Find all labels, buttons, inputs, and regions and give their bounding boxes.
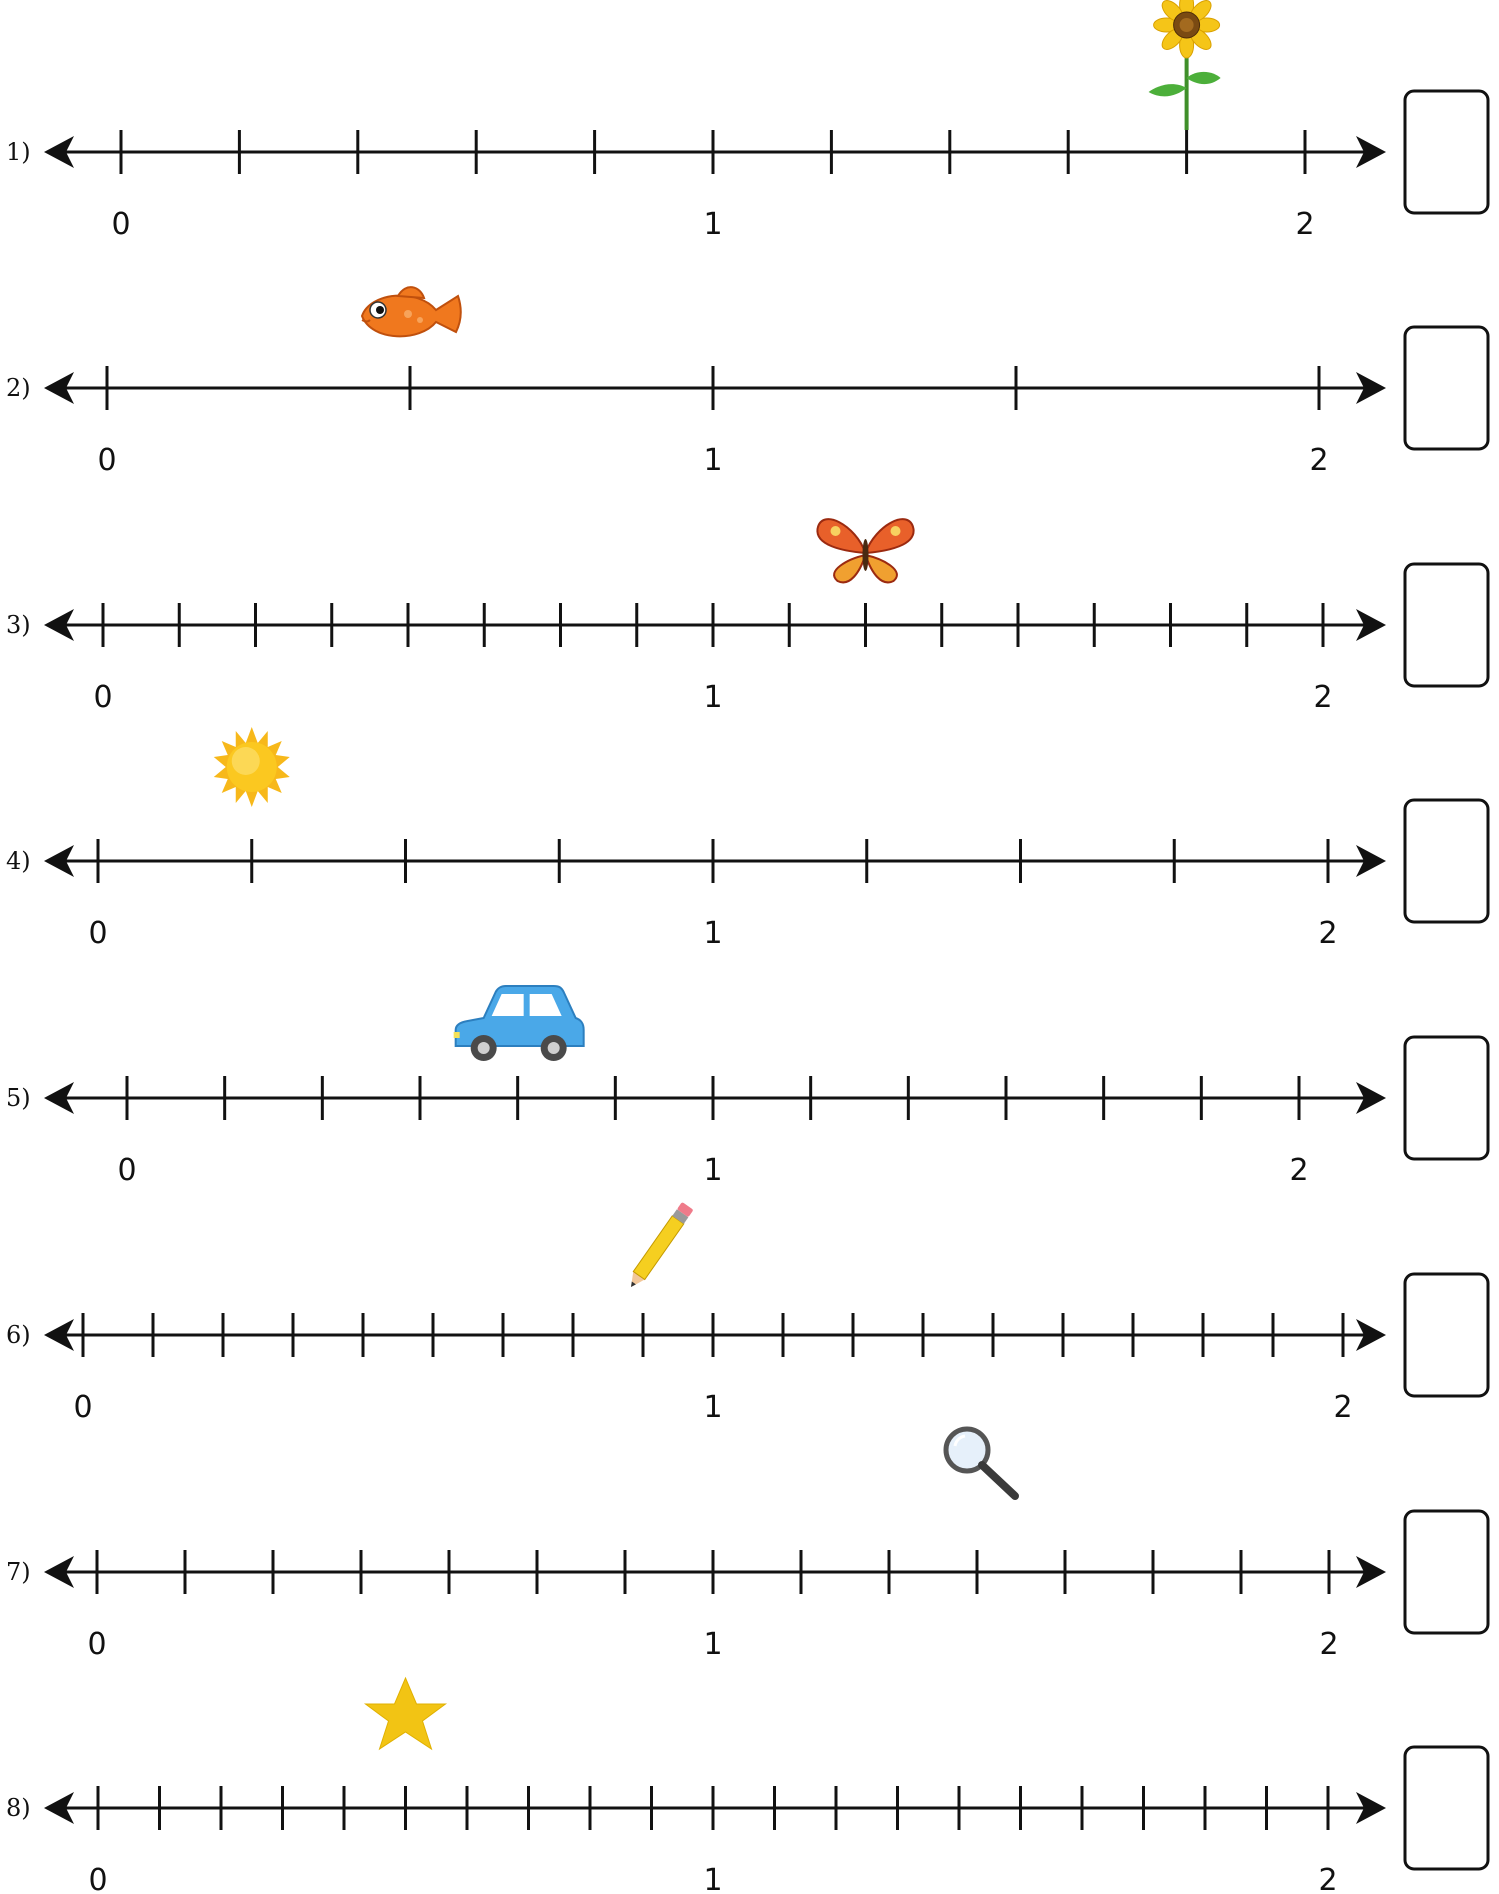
problem-number: 7) — [6, 1558, 31, 1586]
problem-number: 2) — [6, 374, 31, 402]
problem-number: 8) — [6, 1794, 31, 1822]
number-line-problem: 8) 0 1 2 — [6, 1678, 1488, 1894]
tick-label: 1 — [703, 1153, 722, 1188]
answer-box[interactable] — [1405, 1037, 1488, 1159]
tick-label: 0 — [73, 1390, 92, 1425]
tick-label: 2 — [1333, 1390, 1352, 1425]
butterfly-icon — [817, 519, 913, 582]
tick-label: 2 — [1309, 443, 1328, 478]
magnifier-icon — [946, 1429, 1015, 1496]
number-line-problem: 5) 0 1 2 — [6, 986, 1488, 1188]
number-line-problem: 6) 0 1 2 — [6, 1202, 1488, 1425]
tick-label: 0 — [117, 1153, 136, 1188]
number-line-problem: 1) 0 1 2 — [6, 0, 1488, 242]
tick-label: 0 — [97, 443, 116, 478]
number-line-problem: 2) 0 1 2 — [6, 287, 1488, 478]
star-icon — [366, 1678, 446, 1749]
answer-box[interactable] — [1405, 1747, 1488, 1869]
tick-label: 2 — [1295, 207, 1314, 242]
tick-label: 1 — [703, 1390, 722, 1425]
answer-box[interactable] — [1405, 327, 1488, 449]
tick-label: 0 — [87, 1627, 106, 1662]
tick-label: 0 — [88, 1863, 107, 1894]
tick-label: 1 — [703, 680, 722, 715]
fish-icon — [362, 287, 461, 336]
sunflower-icon — [1149, 0, 1221, 130]
problem-number: 6) — [6, 1321, 31, 1349]
number-line-problem: 7) 0 1 2 — [6, 1429, 1488, 1662]
answer-box[interactable] — [1405, 91, 1488, 213]
answer-box[interactable] — [1405, 800, 1488, 922]
number-line-problem: 3) 0 1 2 — [6, 519, 1488, 715]
answer-box[interactable] — [1405, 1511, 1488, 1633]
tick-label: 0 — [88, 916, 107, 951]
tick-label: 1 — [703, 207, 722, 242]
problem-number: 4) — [6, 847, 31, 875]
tick-label: 0 — [93, 680, 112, 715]
tick-label: 0 — [111, 207, 130, 242]
number-line-problem: 4) 0 1 2 — [6, 727, 1488, 951]
problem-number: 5) — [6, 1084, 31, 1112]
problem-list: 1) 0 1 2 2) 0 1 2 3) 0 1 2 4) 0 1 2 5) 0 1 2 6) 0 1 2 7) 0 1 2 8) 0 1 2 — [6, 0, 1488, 1894]
answer-box[interactable] — [1405, 1274, 1488, 1396]
tick-label: 2 — [1318, 1863, 1337, 1894]
tick-label: 2 — [1289, 1153, 1308, 1188]
tick-label: 1 — [703, 443, 722, 478]
sun-icon — [214, 727, 290, 807]
tick-label: 2 — [1318, 916, 1337, 951]
problem-number: 3) — [6, 611, 31, 639]
tick-label: 1 — [703, 1627, 722, 1662]
tick-label: 1 — [703, 1863, 722, 1894]
tick-label: 1 — [703, 916, 722, 951]
pencil-icon — [625, 1202, 693, 1291]
answer-box[interactable] — [1405, 564, 1488, 686]
tick-label: 2 — [1313, 680, 1332, 715]
problem-number: 1) — [6, 138, 31, 166]
car-icon — [454, 986, 584, 1061]
tick-label: 2 — [1319, 1627, 1338, 1662]
